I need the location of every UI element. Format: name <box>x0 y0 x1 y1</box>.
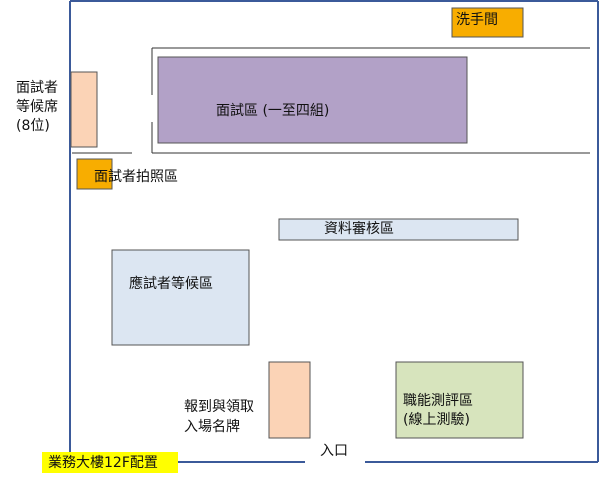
aptitude-test-zone <box>395 361 524 439</box>
aptitude-test-label-line2: (線上測驗) <box>403 412 470 428</box>
waiting-seats-label-line2: 等候席 <box>16 99 58 115</box>
restroom-label: 洗手間 <box>456 12 498 28</box>
photo-zone <box>76 158 113 190</box>
applicant-waiting-label: 應試者等候區 <box>129 276 213 292</box>
document-review-label: 資料審核區 <box>324 221 394 237</box>
registration-zone <box>268 361 311 439</box>
registration-label-line1: 報到與領取 <box>184 399 254 415</box>
floor-title: 業務大樓12F配置 <box>48 455 158 471</box>
interview-zone <box>157 56 468 144</box>
waiting-seats-label-line1: 面試者 <box>16 80 58 96</box>
aptitude-test-label-line1: 職能測評區 <box>403 393 473 409</box>
registration-label-line2: 入場名牌 <box>184 419 240 435</box>
entrance-label: 入口 <box>320 443 348 459</box>
restroom-zone <box>451 7 524 38</box>
photo-area-label: 面試者拍照區 <box>94 169 178 185</box>
interview-room-partition <box>72 47 590 154</box>
applicant-waiting-zone <box>111 249 250 346</box>
interview-area-label: 面試區 (一至四組) <box>216 103 330 119</box>
waiting-seats-zone <box>70 71 98 148</box>
floor-title-box <box>42 452 178 473</box>
waiting-seats-label-line3: (8位) <box>16 118 50 134</box>
document-review-zone <box>278 218 519 241</box>
